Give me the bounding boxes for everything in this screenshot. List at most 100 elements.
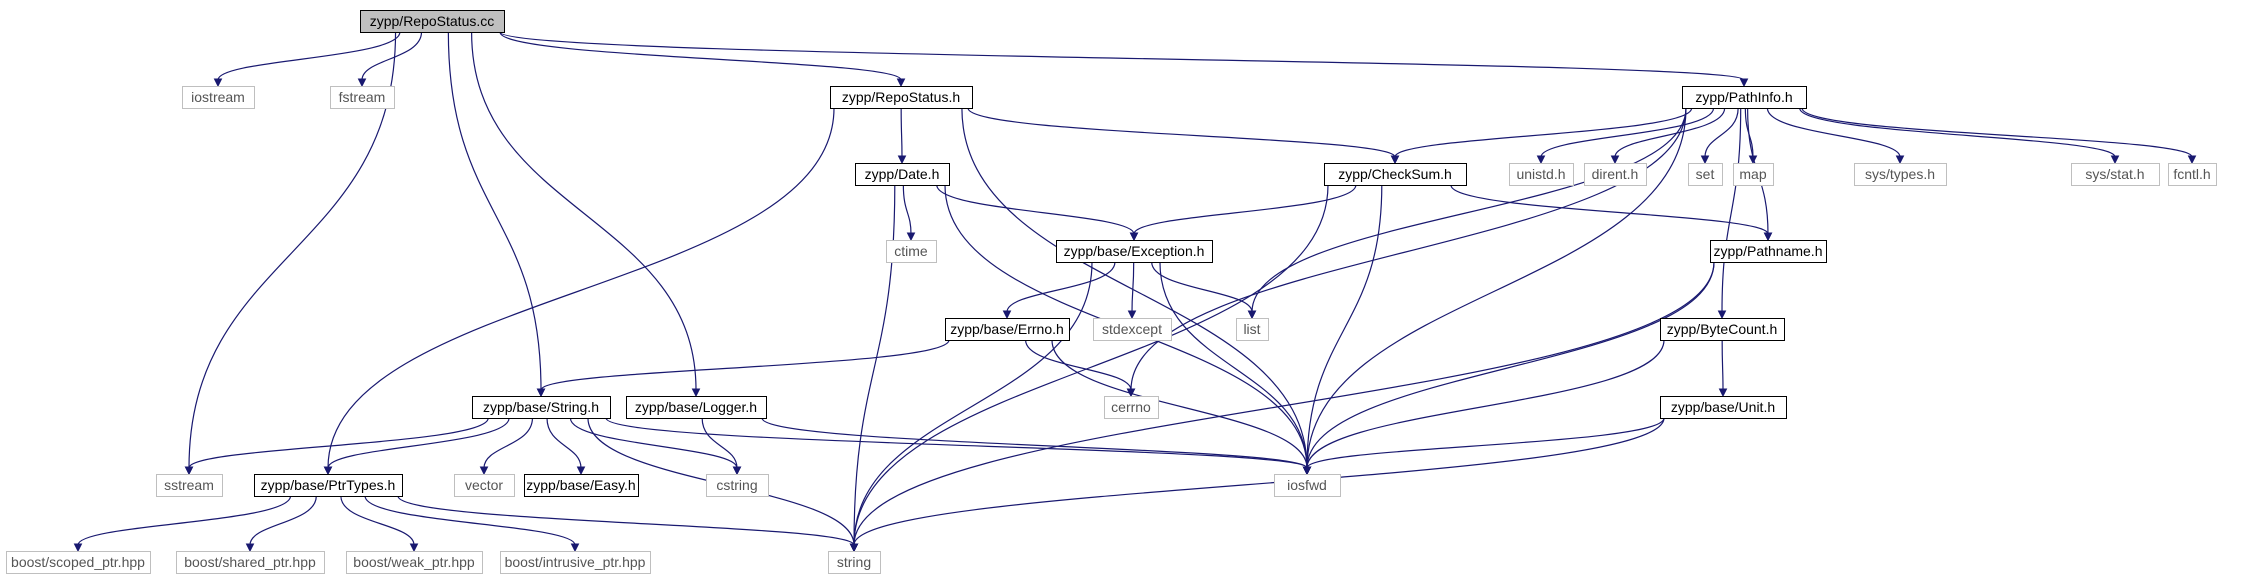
- node-label: dirent.h: [1592, 166, 1639, 182]
- node-stdexcept: stdexcept: [1093, 318, 1172, 341]
- node-label: zypp/base/Easy.h: [526, 477, 635, 493]
- node-map: map: [1733, 163, 1774, 186]
- edge-pathinfo_h-to-set: [1700, 107, 1739, 165]
- edge-root-to-string_h: [447, 31, 546, 398]
- node-box: [1854, 163, 1947, 186]
- node-label: zypp/base/Logger.h: [635, 399, 757, 415]
- edge-logger_h-to-cstring: [701, 417, 742, 476]
- node-bytecount-h[interactable]: zypp/ByteCount.h: [1660, 318, 1785, 341]
- node-label: zypp/base/Errno.h: [950, 321, 1064, 337]
- node-label: unistd.h: [1516, 166, 1565, 182]
- node-box: [1509, 163, 1574, 186]
- node-pathname-h[interactable]: zypp/Pathname.h: [1710, 240, 1827, 263]
- node-box: [855, 163, 950, 186]
- node-label: boost/scoped_ptr.hpp: [11, 554, 145, 570]
- edge-checksum_h-to-exception_h: [1129, 184, 1357, 242]
- edge-pathinfo_h-to-sys_stat_h: [1799, 107, 2120, 165]
- edges-layer: [73, 31, 2197, 553]
- node-box: [330, 86, 395, 109]
- node-weak-ptr: boost/weak_ptr.hpp: [346, 551, 483, 574]
- node-box: [1682, 86, 1807, 109]
- edge-ptrtypes_h-to-string: [397, 495, 859, 553]
- node-fcntl-h: fcntl.h: [2168, 163, 2217, 186]
- edge-date_h-to-ctime: [902, 184, 916, 242]
- node-box: [346, 551, 483, 574]
- node-label: iostream: [191, 89, 245, 105]
- edge-repostatus_h-to-date_h: [897, 107, 907, 165]
- edge-logger_h-to-iosfwd: [761, 417, 1312, 476]
- node-box: [1660, 396, 1787, 419]
- node-label: set: [1696, 166, 1715, 182]
- edge-ptrtypes_h-to-weak_ptr: [340, 495, 419, 553]
- node-box: [1104, 396, 1159, 419]
- node-pathinfo-h[interactable]: zypp/PathInfo.h: [1682, 86, 1807, 109]
- edge-root-to-pathinfo_h: [499, 31, 1749, 88]
- node-errno-h[interactable]: zypp/base/Errno.h: [945, 318, 1070, 341]
- node-box: [524, 474, 639, 497]
- node-cstring: cstring: [706, 474, 769, 497]
- node-scoped-ptr: boost/scoped_ptr.hpp: [6, 551, 151, 574]
- node-box: [830, 86, 973, 109]
- node-label: zypp/base/String.h: [483, 399, 599, 415]
- node-box: [1688, 163, 1723, 186]
- node-shared-ptr: boost/shared_ptr.hpp: [176, 551, 325, 574]
- node-label: zypp/ByteCount.h: [1667, 321, 1778, 337]
- node-checksum-h[interactable]: zypp/CheckSum.h: [1324, 163, 1467, 186]
- node-unistd-h: unistd.h: [1509, 163, 1574, 186]
- node-box: [1660, 318, 1785, 341]
- node-easy-h[interactable]: zypp/base/Easy.h: [524, 474, 639, 497]
- edge-repostatus_h-to-ptrtypes_h: [323, 107, 835, 476]
- node-label: cstring: [716, 477, 757, 493]
- node-label: boost/shared_ptr.hpp: [184, 554, 316, 570]
- node-label: zypp/Date.h: [865, 166, 940, 182]
- node-label: zypp/CheckSum.h: [1338, 166, 1452, 182]
- node-label: boost/weak_ptr.hpp: [353, 554, 475, 570]
- node-label: zypp/base/Unit.h: [1671, 399, 1775, 415]
- node-label: zypp/base/Exception.h: [1064, 243, 1205, 259]
- node-label: zypp/Pathname.h: [1714, 243, 1823, 259]
- node-label: zypp/RepoStatus.cc: [370, 13, 495, 29]
- node-fstream: fstream: [330, 86, 395, 109]
- node-list: list: [1236, 318, 1269, 341]
- node-intrusive-ptr: boost/intrusive_ptr.hpp: [500, 551, 651, 574]
- node-cerrno: cerrno: [1104, 396, 1159, 419]
- node-box: [1324, 163, 1467, 186]
- node-string-h[interactable]: zypp/base/String.h: [472, 396, 611, 419]
- node-unit-h[interactable]: zypp/base/Unit.h: [1660, 396, 1787, 419]
- node-string: string: [828, 551, 881, 574]
- edge-bytecount_h-to-iosfwd: [1302, 339, 1665, 476]
- node-label: sstream: [164, 477, 214, 493]
- node-logger-h[interactable]: zypp/base/Logger.h: [626, 396, 767, 419]
- node-dirent-h: dirent.h: [1584, 163, 1647, 186]
- node-label: fcntl.h: [2173, 166, 2210, 182]
- edge-unit_h-to-iosfwd: [1302, 417, 1665, 476]
- node-date-h[interactable]: zypp/Date.h: [855, 163, 950, 186]
- node-sstream: sstream: [156, 474, 223, 497]
- node-box: [1733, 163, 1774, 186]
- node-label: zypp/RepoStatus.h: [842, 89, 960, 105]
- edge-errno_h-to-string_h: [536, 339, 950, 398]
- edge-errno_h-to-cerrno: [1025, 339, 1136, 398]
- edge-pathinfo_h-to-checksum_h: [1390, 107, 1693, 165]
- edge-exception_h-to-errno_h: [1002, 261, 1116, 320]
- edge-pathinfo_h-to-map: [1744, 107, 1758, 165]
- node-ptrtypes-h[interactable]: zypp/base/PtrTypes.h: [254, 474, 403, 497]
- node-ctime: ctime: [886, 240, 937, 263]
- node-root[interactable]: zypp/RepoStatus.cc: [360, 10, 505, 33]
- edge-ptrtypes_h-to-shared_ptr: [245, 495, 317, 553]
- node-box: [1710, 240, 1827, 263]
- node-box: [454, 474, 515, 497]
- node-label: stdexcept: [1102, 321, 1162, 337]
- node-label: sys/stat.h: [2085, 166, 2144, 182]
- edge-date_h-to-exception_h: [936, 184, 1139, 242]
- node-box: [156, 474, 223, 497]
- node-repostatus-h[interactable]: zypp/RepoStatus.h: [830, 86, 973, 109]
- node-box: [254, 474, 403, 497]
- node-box: [182, 86, 255, 109]
- node-box: [1584, 163, 1647, 186]
- edge-pathinfo_h-to-dirent_h: [1610, 107, 1726, 165]
- node-label: zypp/PathInfo.h: [1695, 89, 1792, 105]
- node-exception-h[interactable]: zypp/base/Exception.h: [1056, 240, 1213, 263]
- edge-root-to-repostatus_h: [499, 31, 906, 88]
